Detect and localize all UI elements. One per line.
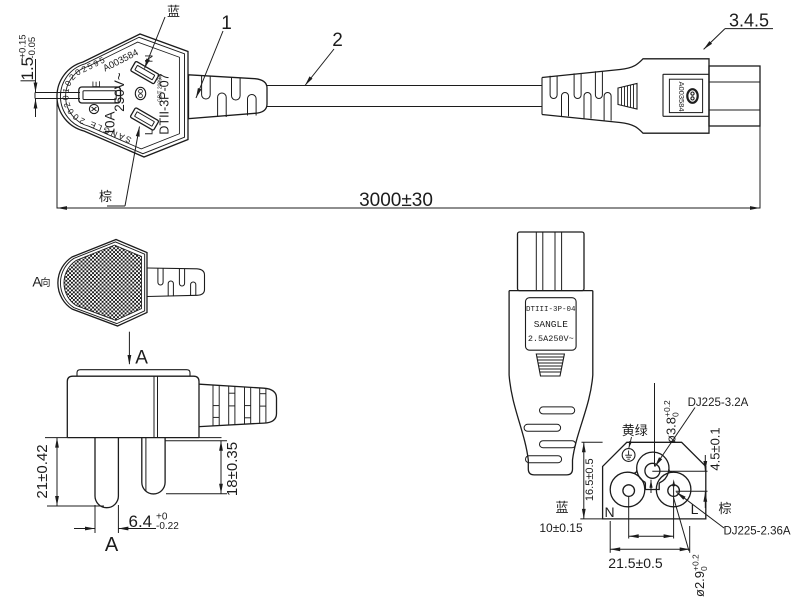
svg-text:DJ225-2.36A: DJ225-2.36A <box>723 526 790 538</box>
svg-text:+0.2: +0.2 <box>662 400 672 417</box>
svg-text:N: N <box>143 54 155 62</box>
svg-text:ø3.8: ø3.8 <box>664 417 679 443</box>
svg-text:GB/T 2099.1: GB/T 2099.1 <box>158 74 164 102</box>
svg-text:1.5: 1.5 <box>18 57 37 81</box>
svg-text:10±0.15: 10±0.15 <box>539 521 583 535</box>
svg-text:向: 向 <box>41 276 51 289</box>
svg-text:L: L <box>144 129 156 135</box>
svg-text:-0.05: -0.05 <box>27 37 38 59</box>
svg-text:棕: 棕 <box>718 501 731 516</box>
svg-text:21±0.42: 21±0.42 <box>34 444 51 498</box>
svg-text:蓝: 蓝 <box>555 500 568 515</box>
svg-text:18±0.35: 18±0.35 <box>224 442 241 496</box>
svg-text:ø2.9: ø2.9 <box>692 571 707 597</box>
svg-text:N: N <box>604 504 614 520</box>
svg-text:4.5±0.1: 4.5±0.1 <box>708 427 723 470</box>
svg-text:16.5±0.5: 16.5±0.5 <box>584 458 596 501</box>
svg-text:-0.22: -0.22 <box>156 521 179 532</box>
svg-text:DJ225-3.2A: DJ225-3.2A <box>688 397 749 409</box>
svg-text:A003584: A003584 <box>677 81 686 111</box>
svg-text:3000±30: 3000±30 <box>359 190 433 211</box>
svg-text:+0: +0 <box>156 512 168 523</box>
svg-text:棕: 棕 <box>99 189 112 204</box>
svg-text:DTII-3P-07: DTII-3P-07 <box>158 73 172 134</box>
svg-text:A: A <box>32 274 42 290</box>
svg-text:A: A <box>105 534 119 556</box>
svg-text:250V~: 250V~ <box>112 72 127 112</box>
svg-text:A: A <box>135 348 148 369</box>
svg-text:黄绿: 黄绿 <box>622 423 648 438</box>
svg-text:E: E <box>91 81 103 88</box>
svg-text:3.4.5: 3.4.5 <box>729 11 769 31</box>
svg-text:2: 2 <box>332 30 343 51</box>
svg-text:21.5±0.5: 21.5±0.5 <box>608 555 663 571</box>
svg-text:L: L <box>691 501 699 517</box>
svg-text:+0.2: +0.2 <box>691 554 701 571</box>
svg-text:SANGLE: SANGLE <box>534 319 569 330</box>
svg-text:DTIII-3P-04: DTIII-3P-04 <box>526 306 576 314</box>
svg-text:0: 0 <box>671 412 681 417</box>
svg-text:6.4: 6.4 <box>129 512 153 531</box>
svg-text:+0.15: +0.15 <box>18 34 29 58</box>
svg-text:蓝: 蓝 <box>167 4 180 19</box>
svg-text:1: 1 <box>221 13 232 34</box>
svg-text:2.5A250V~: 2.5A250V~ <box>528 334 574 344</box>
svg-text:10A: 10A <box>103 111 118 135</box>
svg-text:0: 0 <box>699 566 709 571</box>
